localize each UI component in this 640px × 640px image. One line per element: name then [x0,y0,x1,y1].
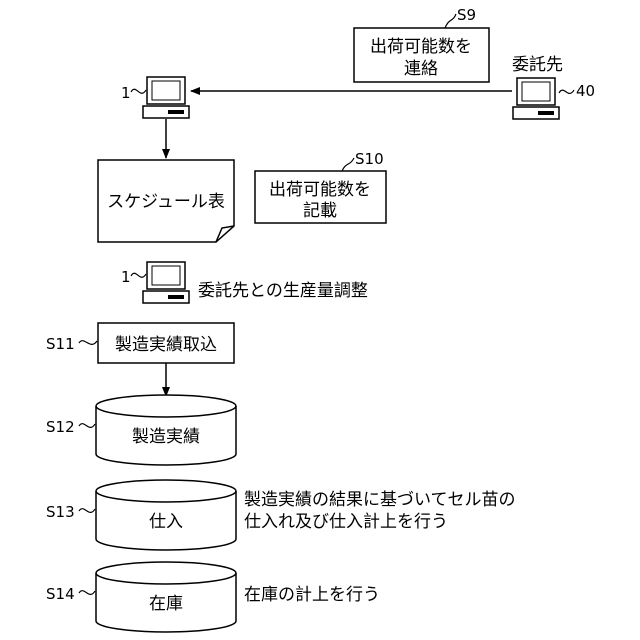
s11-label: S11 [46,335,75,353]
s14-label: S14 [46,585,75,603]
s12-leader [79,424,95,428]
s9-label: S9 [457,6,476,24]
record-line-2: 記載 [303,201,337,221]
s11-leader [79,341,97,345]
record-shippable-box: 出荷可能数を 記載 [255,171,386,223]
schedule-document: スケジュール表 [98,160,234,242]
s10-label: S10 [355,150,384,168]
pc1-leader-2 [131,273,146,277]
inventory-db-label: 在庫 [149,594,183,614]
s9-leader [445,14,456,28]
s14-leader [79,591,95,595]
main-computer-icon-2 [143,262,189,303]
record-line-1: 出荷可能数を [269,180,371,200]
purchase-db-label: 仕入 [149,512,183,532]
notify-shippable-box: 出荷可能数を 連絡 [354,28,489,82]
purchase-note-line-2: 仕入れ及び仕入計上を行う [244,512,448,532]
schedule-label: スケジュール表 [107,192,225,212]
results-database: 製造実績 [96,395,236,465]
purchase-note-line-1: 製造実績の結果に基づいてセル苗の [244,490,516,510]
pc1-label: 1 [121,84,131,102]
pc40-leader [559,90,574,93]
pc40-label: 40 [576,82,595,100]
contractor-label: 委託先 [512,55,563,75]
adjust-label: 委託先との生産量調整 [198,281,368,301]
s10-leader [342,158,354,171]
s13-label: S13 [46,503,75,521]
contractor-computer-icon [513,78,559,119]
inventory-database: 在庫 [96,562,236,632]
pc1-leader [131,89,146,93]
import-results-box: 製造実績取込 [98,323,234,363]
main-computer-icon [143,77,189,118]
results-db-label: 製造実績 [132,427,200,447]
purchase-database: 仕入 [96,480,236,550]
notify-line-2: 連絡 [404,59,438,79]
notify-line-1: 出荷可能数を [370,37,472,57]
s13-leader [79,509,95,513]
pc1-label-2: 1 [121,268,131,286]
inventory-note: 在庫の計上を行う [244,585,380,605]
s12-label: S12 [46,418,75,436]
import-results-label: 製造実績取込 [115,335,217,355]
